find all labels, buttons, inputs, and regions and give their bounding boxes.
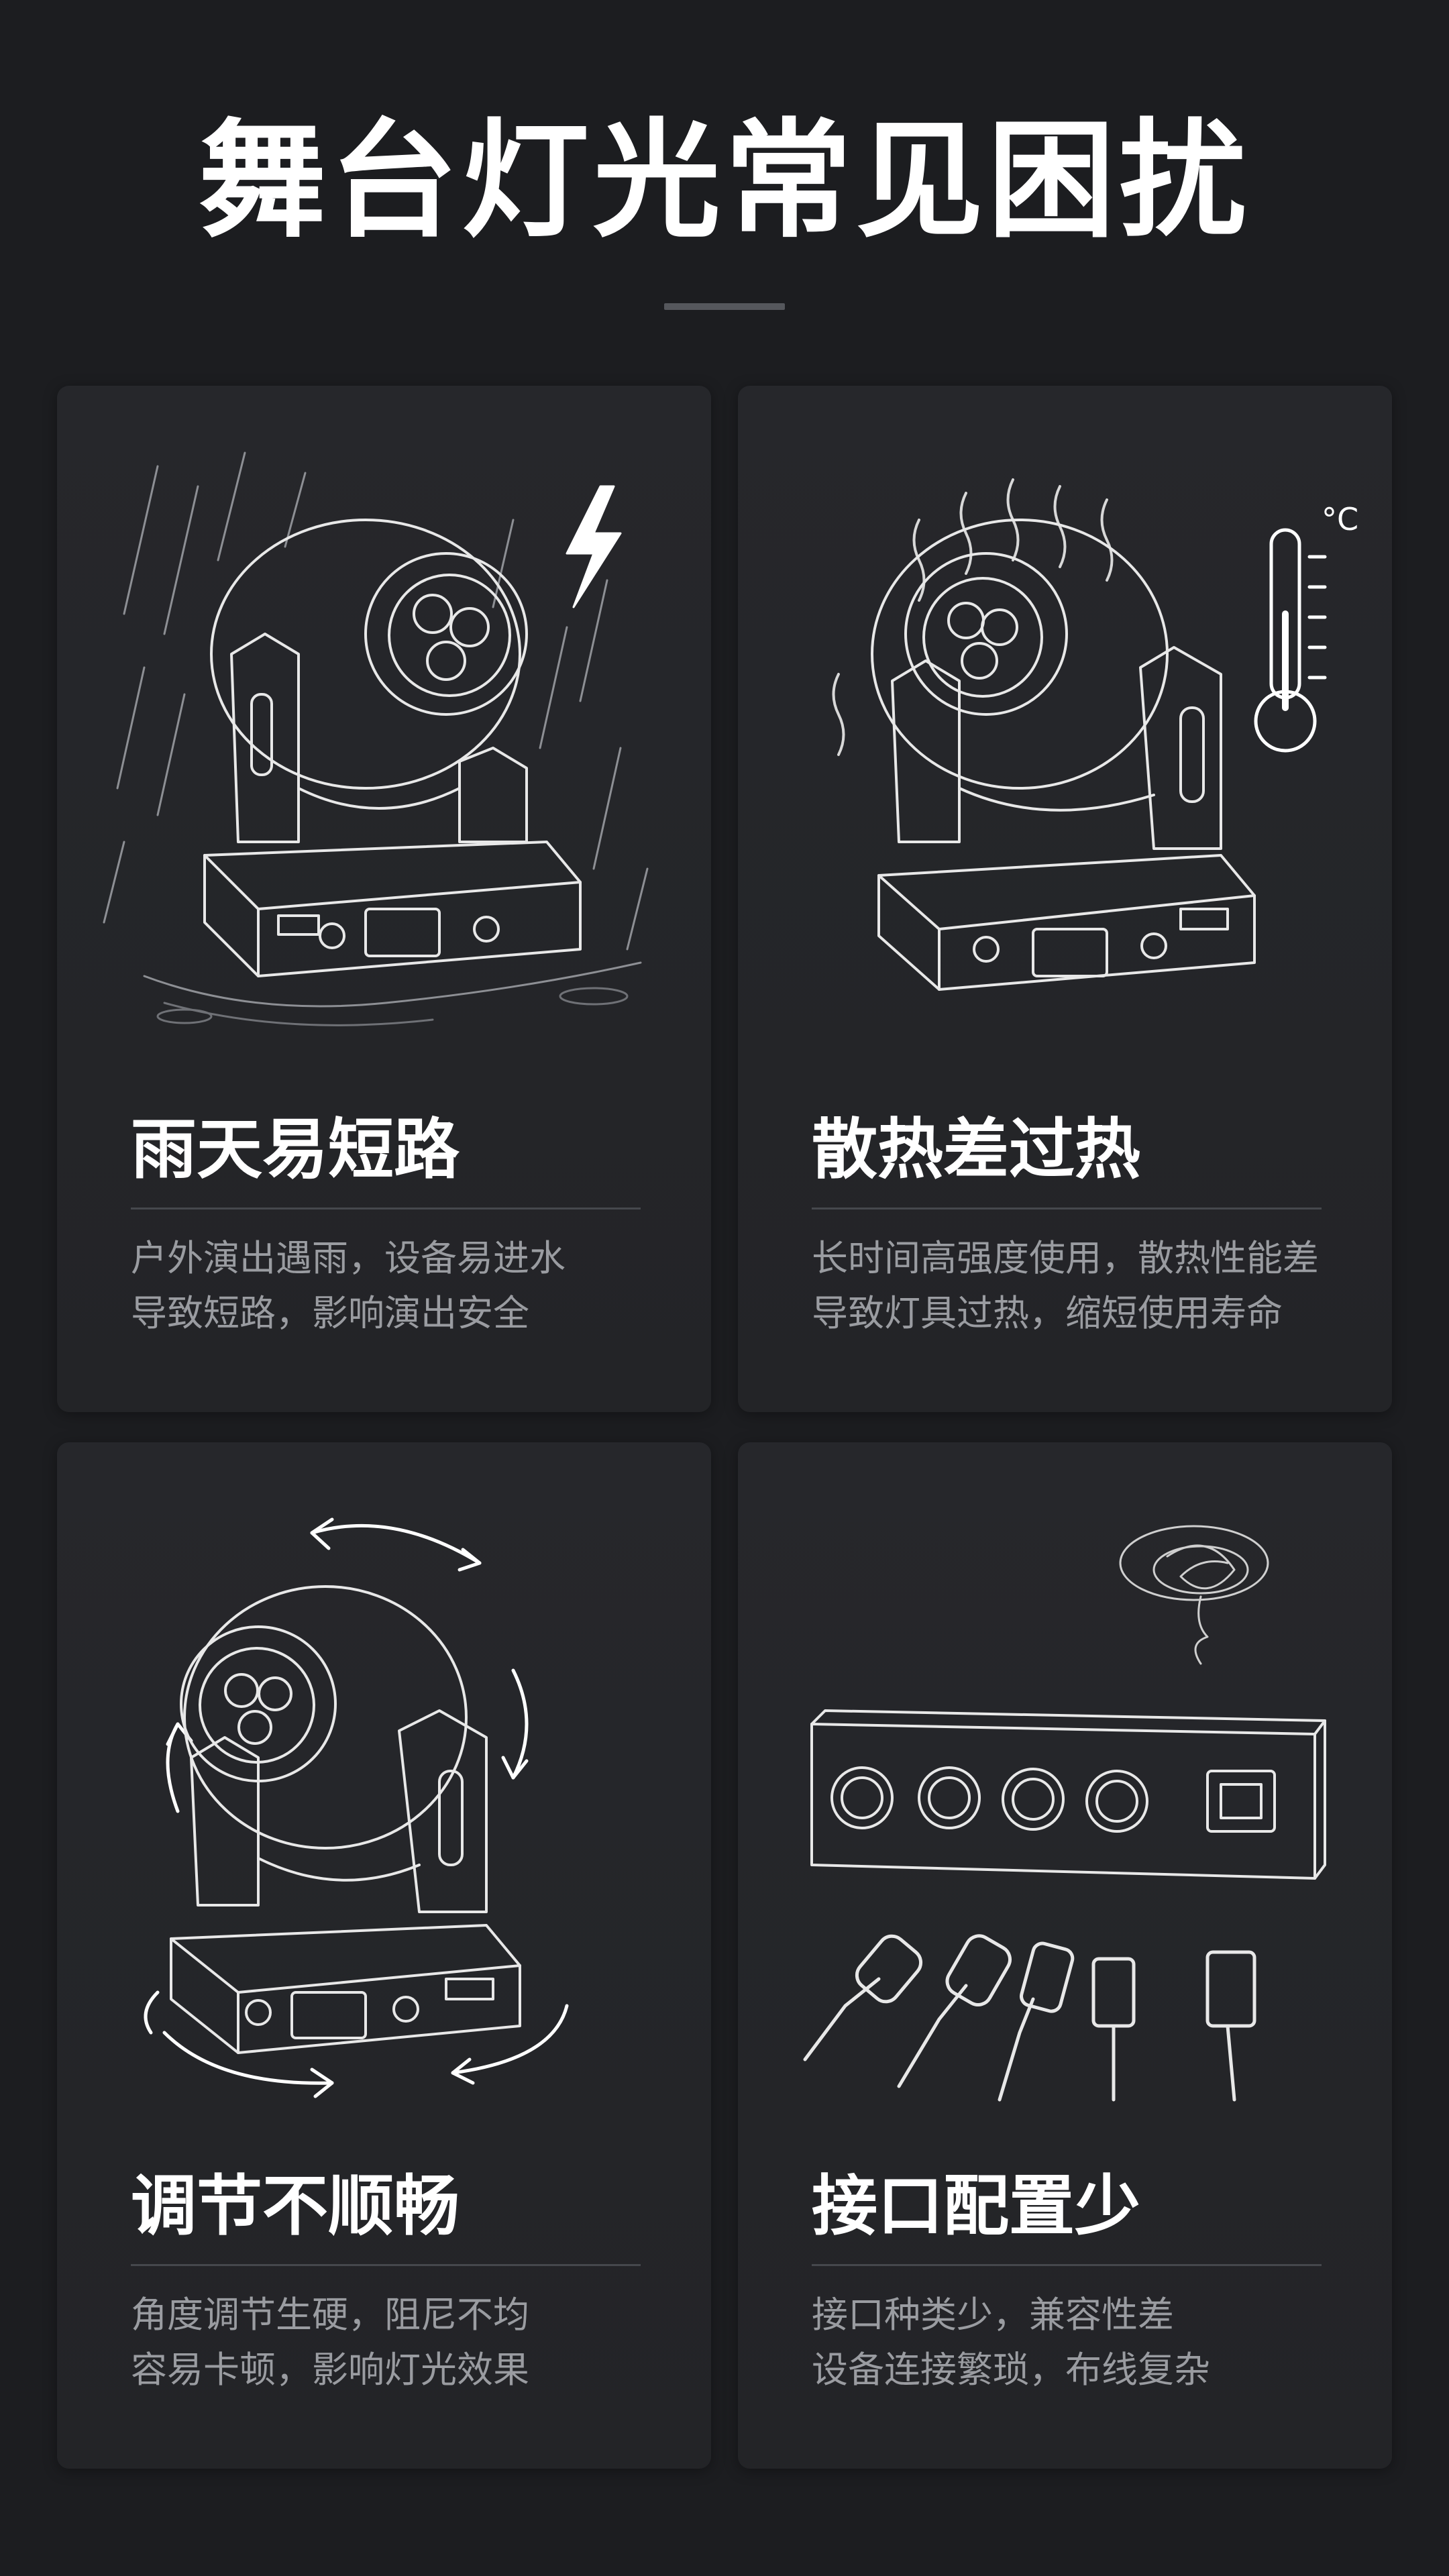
card-rain-short-circuit: 雨天易短路 户外演出遇雨，设备易进水 导致短路，影响演出安全	[57, 386, 711, 1412]
card-divider	[131, 2264, 641, 2266]
lightning-icon	[566, 485, 622, 608]
card-divider	[812, 2264, 1322, 2266]
card-description: 接口种类少，兼容性差 设备连接繁琐，布线复杂	[812, 2294, 1210, 2391]
connector-panel-icon	[810, 1709, 1326, 1880]
rain-icon	[103, 451, 649, 951]
card-overheating: °C 散热差过热 长时间高强度使用，散热性能差 导致灯具过热，缩短使用寿命	[738, 386, 1392, 1412]
card-title: 接口配置少	[812, 2168, 1141, 2245]
celsius-unit: °C	[1322, 501, 1358, 537]
card-description: 角度调节生硬，阻尼不均 容易卡顿，影响灯光效果	[131, 2294, 529, 2391]
card-description: 户外演出遇雨，设备易进水 导致短路，影响演出安全	[131, 1237, 566, 1334]
card-description: 长时间高强度使用，散热性能差 导致灯具过热，缩短使用寿命	[812, 1237, 1319, 1334]
tangle-icon	[1119, 1525, 1269, 1665]
moving-head-rain-illustration	[84, 413, 684, 1110]
page-title: 舞台灯光常见困扰	[198, 107, 1250, 255]
card-divider	[812, 1208, 1322, 1210]
card-title: 雨天易短路	[131, 1112, 460, 1188]
card-adjustment: 调节不顺畅 角度调节生硬，阻尼不均 容易卡顿，影响灯光效果	[57, 1442, 711, 2469]
card-title: 散热差过热	[812, 1112, 1141, 1188]
card-divider	[131, 1208, 641, 1210]
moving-head-rotation-illustration	[84, 1469, 684, 2167]
title-divider	[664, 303, 785, 310]
thermometer-icon	[1254, 528, 1327, 753]
connector-panel-illustration	[765, 1469, 1365, 2167]
heat-waves-icon	[832, 478, 1114, 756]
moving-head-heat-illustration: °C	[765, 413, 1365, 1110]
card-title: 调节不顺畅	[131, 2168, 460, 2245]
rotate-arrows-icon	[144, 1517, 569, 2098]
card-interfaces: 接口配置少 接口种类少，兼容性差 设备连接繁琐，布线复杂	[738, 1442, 1392, 2469]
